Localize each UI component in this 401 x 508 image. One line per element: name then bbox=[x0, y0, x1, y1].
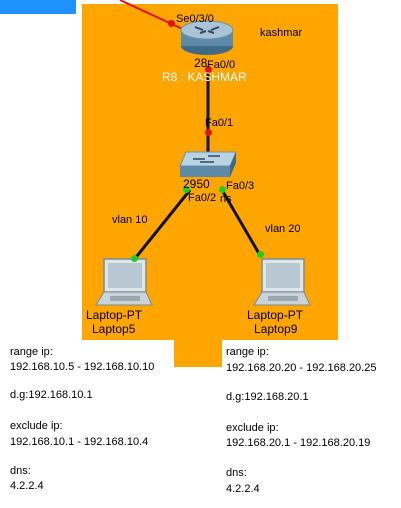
vlan10-label: vlan 10 bbox=[112, 214, 148, 226]
vlan20-pool-panel: range ip: 192.168.20.20 - 192.168.20.25 … bbox=[222, 340, 401, 508]
switch-fa02-dot bbox=[183, 186, 190, 193]
kashmar-area bbox=[82, 4, 338, 367]
serial-port-dot bbox=[168, 20, 175, 27]
vlan20-range-value: 192.168.20.20 - 192.168.20.25 bbox=[226, 362, 377, 374]
vlan20-dns-label: dns: bbox=[226, 467, 247, 479]
router-name-label: R8 : KASHMAR bbox=[162, 70, 247, 84]
switch-fa03-label: Fa0/3 bbox=[226, 180, 255, 192]
router-model-label: 28 bbox=[194, 56, 208, 70]
vlan10-pool-panel: range ip: 192.168.10.5 - 192.168.10.10 d… bbox=[6, 340, 174, 508]
laptop9-name-label: Laptop9 bbox=[254, 322, 298, 336]
laptop9-icon[interactable] bbox=[253, 258, 311, 306]
switch-fa02-label: Fa0/2 bbox=[188, 192, 217, 204]
area-label: kashmar bbox=[260, 27, 303, 39]
switch-laptop9-link[interactable] bbox=[220, 189, 263, 258]
vlan10-range-value: 192.168.10.5 - 192.168.10.10 bbox=[10, 361, 155, 373]
vlan20-exclude-value: 192.168.20.1 - 192.168.20.19 bbox=[226, 437, 371, 449]
vlan10-exclude-label: exclude ip: bbox=[10, 420, 63, 432]
router-fa00-label: Fa0/0 bbox=[207, 59, 236, 71]
switch-laptop5-link[interactable] bbox=[131, 189, 192, 262]
laptop9-type-label: Laptop-PT bbox=[247, 308, 304, 322]
switch-icon[interactable] bbox=[179, 151, 237, 177]
switch-model-label: 2950 bbox=[183, 177, 210, 191]
vlan10-range-label: range ip: bbox=[10, 346, 53, 358]
vlan10-dns-value: 4.2.2.4 bbox=[10, 480, 44, 492]
vlan20-exclude-label: exclude ip: bbox=[226, 422, 279, 434]
vlan20-gateway: d.g:192.168.20.1 bbox=[226, 391, 309, 403]
vlan20-dns-value: 4.2.2.4 bbox=[226, 483, 260, 495]
laptop5-icon[interactable] bbox=[95, 258, 153, 306]
router-serial-port-label: Se0/3/0 bbox=[176, 13, 214, 25]
serial-link[interactable] bbox=[119, 0, 188, 32]
switch-label-suffix: ns bbox=[220, 193, 232, 205]
vlan10-exclude-value: 192.168.10.1 - 192.168.10.4 bbox=[10, 436, 149, 448]
switch-fa01-label: Fa0/1 bbox=[205, 117, 234, 129]
switch-fa03-dot bbox=[219, 186, 226, 193]
vlan20-label: vlan 20 bbox=[265, 223, 301, 235]
laptop5-port-dot bbox=[131, 255, 138, 262]
laptop5-type-label: Laptop-PT bbox=[86, 308, 143, 322]
laptop5-name-label: Laptop5 bbox=[92, 322, 136, 336]
router-fa00-dot bbox=[205, 66, 212, 73]
vlan10-dns-label: dns: bbox=[10, 465, 31, 477]
laptop9-port-dot bbox=[257, 251, 264, 258]
vlan20-range-label: range ip: bbox=[226, 346, 269, 358]
top-blue-strip bbox=[0, 0, 76, 14]
vlan10-gateway: d.g:192.168.10.1 bbox=[10, 389, 93, 401]
router-icon[interactable] bbox=[180, 20, 234, 55]
switch-fa01-dot bbox=[205, 129, 212, 136]
